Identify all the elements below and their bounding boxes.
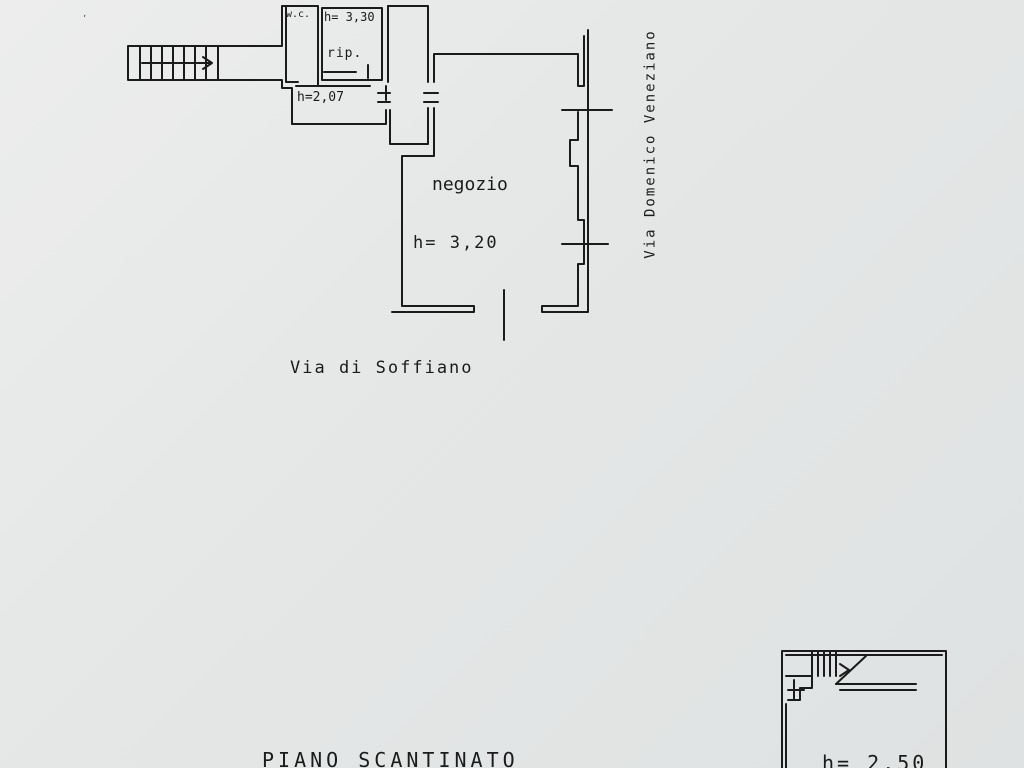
shop-height-label: h= 3,20	[413, 233, 499, 253]
ripostiglio-height-label: h= 3,30	[324, 10, 375, 24]
corner-mark: ʹ	[82, 15, 89, 25]
basement-plan	[781, 650, 947, 768]
access-corridor-walls	[387, 5, 439, 145]
entrance-staircase	[127, 45, 251, 81]
basement-height-label: h= 2,50	[822, 751, 928, 768]
wc-label: w.c.	[286, 9, 311, 20]
street-label-south: Via di Soffiano	[290, 358, 474, 378]
service-block-walls	[249, 5, 391, 125]
street-label-east: Via Domenico Veneziano	[642, 29, 659, 259]
shop-walls	[391, 29, 613, 341]
shop-label: negozio	[432, 174, 508, 195]
corridor-height-label: h=2,07	[297, 90, 344, 105]
basement-title: PIANO SCANTINATO	[262, 748, 519, 768]
ripostiglio-label: rip.	[327, 46, 363, 61]
